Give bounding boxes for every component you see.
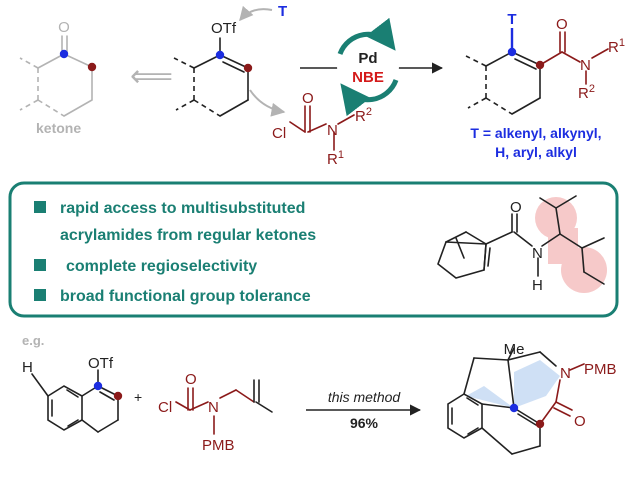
pd-label: Pd: [358, 50, 377, 67]
eg-label: e.g.: [22, 333, 44, 348]
features-box: [8, 181, 619, 318]
example-product-pmb-label: PMB: [584, 361, 617, 378]
feature-item-1-line2: acrylamides from regular ketones: [60, 227, 316, 244]
reagent-r1-label: R1: [327, 149, 344, 168]
example-product-structure: [447, 347, 585, 455]
plus-sign: +: [134, 389, 142, 405]
example-pmb-label: PMB: [202, 437, 235, 454]
product-r1-label: R1: [608, 37, 625, 56]
example-o-label: O: [185, 371, 197, 388]
reagent-r2-label: R2: [355, 106, 372, 125]
example-n-label: N: [208, 399, 219, 416]
ketone-label: ketone: [36, 120, 81, 136]
arrow-label-this-method: this method: [328, 389, 402, 405]
feature-item-2: complete regioselectivity: [66, 258, 257, 275]
example-product-o-label: O: [574, 413, 586, 430]
aryl-vinyl-triflate-structure: [31, 369, 123, 433]
product-r2-label: R2: [578, 83, 595, 102]
yield-label: 96%: [350, 415, 379, 431]
product-me-label: Me: [504, 341, 525, 358]
bullet-square-1: [34, 201, 46, 213]
nbe-amide-ligand-structure: [437, 195, 605, 285]
otf-label: OTf: [211, 20, 237, 37]
product-n-label: N: [580, 57, 591, 74]
ketone-oxygen-label: O: [58, 19, 70, 36]
feature-item-1-line1: rapid access to multisubstituted: [60, 200, 305, 217]
vinyl-triflate-structure: [173, 37, 253, 117]
reagent-o-label: O: [302, 90, 314, 107]
ketone-structure: [19, 35, 97, 117]
acrylamide-product-structure: [465, 28, 609, 115]
blue-atom-dot: [59, 49, 69, 59]
nbe-label: NBE: [352, 69, 384, 86]
bullet-square-3: [34, 289, 46, 301]
bullet-square-2: [34, 259, 46, 271]
product-o-label: O: [556, 16, 568, 33]
carbamoyl-chloride-reagent: [289, 105, 355, 151]
example-product-n-label: N: [560, 365, 571, 382]
retro-arrow: ⟸: [130, 60, 173, 93]
red-atom-dot: [87, 62, 97, 72]
reagent-n-label: N: [327, 122, 338, 139]
feature-item-3: broad functional group tolerance: [60, 288, 311, 305]
example-cl-label: Cl: [158, 399, 172, 416]
nbe-amide-n-label: N: [532, 245, 543, 262]
reagent-cl-label: Cl: [272, 125, 286, 142]
curved-arrow-t: [239, 5, 273, 22]
t-definition-line2: H, aryl, alkyl: [495, 144, 577, 160]
t-definition-line1: T = alkenyl, alkynyl,: [470, 125, 601, 141]
t-label: T: [278, 3, 287, 20]
nbe-amide-h-label: H: [532, 277, 543, 294]
nbe-amide-o-label: O: [510, 199, 522, 216]
product-t-label: T: [507, 11, 516, 28]
example-carbamoyl-chloride: [175, 379, 273, 435]
curved-arrow-reagent: [249, 89, 286, 117]
pd-nbe-catalytic-cycle: [337, 17, 399, 117]
example-otf-label: OTf: [88, 355, 114, 372]
example-h-label: H: [22, 359, 33, 376]
highlight-blue-region: [466, 360, 560, 408]
